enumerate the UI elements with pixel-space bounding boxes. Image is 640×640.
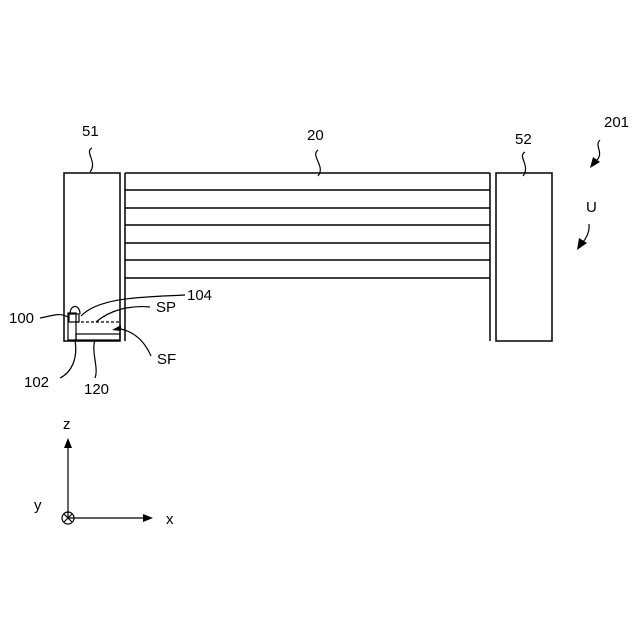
arrow-201 bbox=[590, 140, 600, 168]
label-sp: SP bbox=[156, 299, 176, 316]
label-51: 51 bbox=[82, 123, 99, 140]
leader-102 bbox=[60, 340, 76, 378]
label-100: 100 bbox=[9, 310, 34, 327]
label-120: 120 bbox=[84, 381, 109, 398]
label-52: 52 bbox=[515, 131, 532, 148]
sf-arrow-head bbox=[112, 325, 121, 331]
label-20: 20 bbox=[307, 127, 324, 144]
axis-label-z: z bbox=[63, 416, 71, 433]
leader-20 bbox=[316, 150, 321, 176]
axis-label-y: y bbox=[34, 497, 42, 514]
x-axis-arrow-icon bbox=[143, 514, 153, 522]
right-block-52 bbox=[496, 173, 552, 341]
leader-sp bbox=[96, 307, 150, 322]
label-102: 102 bbox=[24, 374, 49, 391]
z-axis-arrow-icon bbox=[64, 438, 72, 448]
label-201: 201 bbox=[604, 114, 629, 131]
coordinate-axes bbox=[62, 438, 153, 524]
left-block-51 bbox=[64, 173, 120, 341]
label-104: 104 bbox=[187, 287, 212, 304]
label-u: U bbox=[586, 199, 597, 216]
leader-51 bbox=[89, 148, 92, 172]
stack-20-plates bbox=[125, 173, 490, 278]
label-sf: SF bbox=[157, 351, 176, 368]
arrow-u bbox=[577, 224, 589, 250]
axis-label-x: x bbox=[166, 511, 174, 528]
leader-120 bbox=[94, 340, 96, 378]
